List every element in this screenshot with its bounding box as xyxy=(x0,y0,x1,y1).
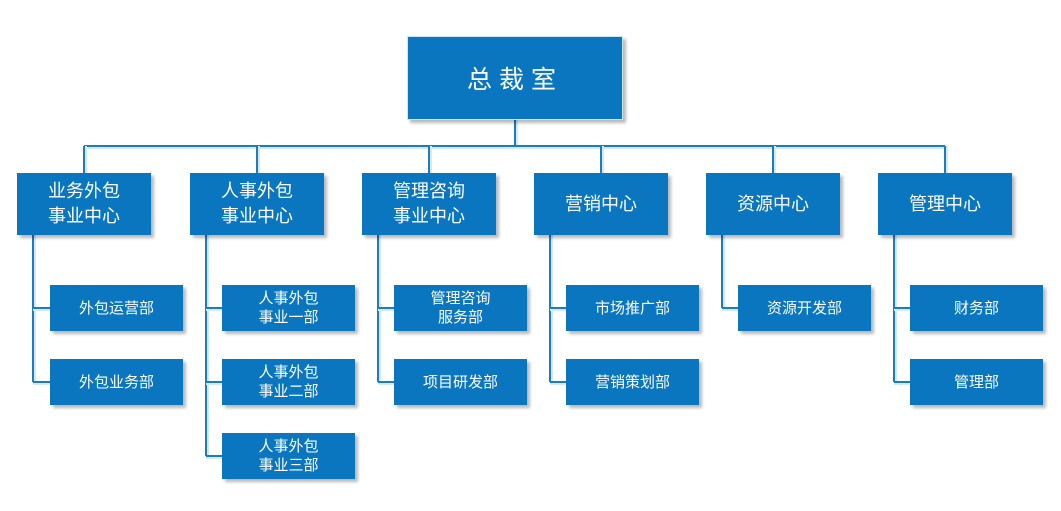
department-node: 人事外包 事业三部 xyxy=(222,433,355,479)
department-label: 管理咨询 服务部 xyxy=(430,289,491,326)
department-node: 项目研发部 xyxy=(394,359,527,405)
department-label: 外包业务部 xyxy=(78,372,154,391)
department-label: 人事外包 事业三部 xyxy=(258,437,319,474)
center-node: 管理中心 xyxy=(878,173,1012,235)
department-label: 人事外包 事业一部 xyxy=(258,289,319,326)
department-node: 营销策划部 xyxy=(566,359,699,405)
department-label: 人事外包 事业二部 xyxy=(258,363,319,400)
center-node: 营销中心 xyxy=(534,173,668,235)
center-node: 资源中心 xyxy=(706,173,840,235)
department-label: 项目研发部 xyxy=(422,372,498,391)
department-label: 管理部 xyxy=(953,372,999,391)
department-label: 资源开发部 xyxy=(766,298,842,317)
department-node: 外包业务部 xyxy=(50,359,183,405)
center-label: 人事外包 事业中心 xyxy=(221,181,293,227)
department-node: 人事外包 事业一部 xyxy=(222,285,355,331)
center-label: 管理咨询 事业中心 xyxy=(393,181,465,227)
department-node: 外包运营部 xyxy=(50,285,183,331)
center-node: 管理咨询 事业中心 xyxy=(362,173,496,235)
center-node: 业务外包 事业中心 xyxy=(17,173,151,235)
root-label: 总裁室 xyxy=(466,65,563,94)
root-node: 总裁室 xyxy=(407,36,623,120)
center-label: 管理中心 xyxy=(909,193,981,215)
department-label: 外包运营部 xyxy=(78,298,154,317)
department-node: 人事外包 事业二部 xyxy=(222,359,355,405)
center-label: 资源中心 xyxy=(737,193,809,215)
department-label: 市场推广部 xyxy=(594,298,670,317)
department-node: 资源开发部 xyxy=(738,285,871,331)
department-node: 管理咨询 服务部 xyxy=(394,285,527,331)
department-node: 管理部 xyxy=(910,359,1043,405)
center-label: 营销中心 xyxy=(565,193,637,215)
center-label: 业务外包 事业中心 xyxy=(48,181,120,227)
department-label: 营销策划部 xyxy=(594,372,670,391)
center-node: 人事外包 事业中心 xyxy=(190,173,324,235)
department-node: 市场推广部 xyxy=(566,285,699,331)
department-node: 财务部 xyxy=(910,285,1043,331)
department-label: 财务部 xyxy=(953,298,999,317)
